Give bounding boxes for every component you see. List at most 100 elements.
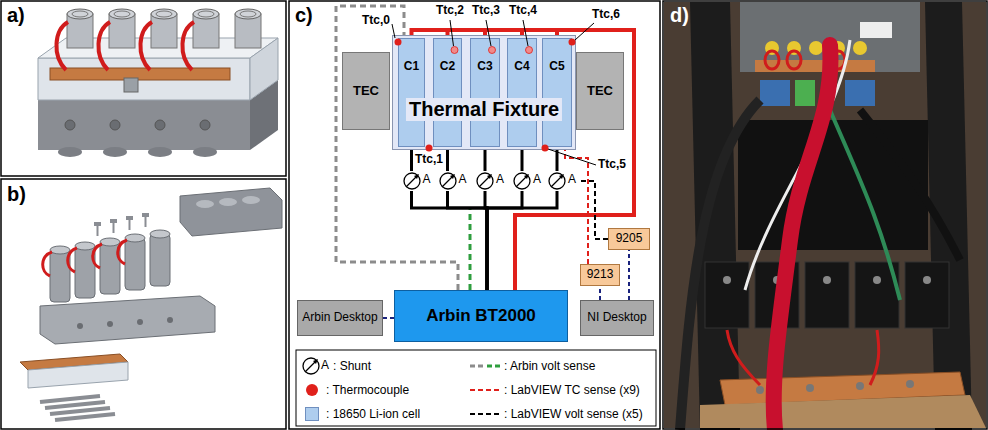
panel-frame — [289, 1, 660, 429]
shunt-symbol — [513, 172, 531, 190]
shunt-symbol — [406, 176, 417, 187]
shunt-label: A — [423, 173, 431, 187]
shunt-symbol — [559, 174, 564, 179]
panel-b-exploded-render — [129, 220, 131, 230]
legend-text: : 18650 Li-ion cell — [326, 406, 420, 422]
panel-d-photo — [756, 386, 764, 394]
shunt-symbol — [487, 174, 492, 179]
panel-frame — [663, 1, 987, 429]
shunt-symbol — [414, 174, 419, 179]
legend-sample — [470, 413, 500, 415]
panel-a-render — [103, 147, 127, 157]
panel-d-photo — [853, 41, 867, 55]
data-link — [628, 250, 630, 300]
panel-a-render — [182, 22, 194, 70]
leader-line — [486, 20, 491, 46]
panel-b-exploded-render — [196, 200, 214, 208]
desktop-label: Arbin Desktop — [302, 311, 377, 325]
panel-d-photo — [680, 100, 760, 430]
panel-letter: d) — [670, 4, 689, 27]
legend-sample — [470, 389, 500, 391]
li-ion-cell: C4 — [507, 38, 537, 147]
panel-a-render — [198, 11, 214, 17]
cell-label: C4 — [514, 60, 529, 74]
panel-a-render — [124, 78, 138, 92]
volt-sense-wire — [469, 208, 472, 290]
legend-swatch — [306, 384, 318, 396]
panel-b-exploded-render — [142, 213, 149, 217]
thermocouple-dot — [395, 39, 576, 152]
panel-a-render — [50, 68, 230, 80]
panel-b-exploded-render — [167, 317, 173, 323]
panel-a-render — [65, 120, 75, 130]
panel-b-exploded-render — [40, 396, 100, 402]
thermocouple-label: Ttc,1 — [415, 153, 443, 167]
panel-d-photo — [873, 276, 881, 284]
panel-b-exploded-render — [93, 244, 102, 268]
panel-d-photo — [845, 80, 875, 106]
shunt-symbol — [479, 176, 490, 187]
panel-frame — [1, 179, 286, 429]
panel-d-photo — [856, 382, 864, 390]
positive-lead — [412, 30, 635, 290]
panel-a-render — [240, 11, 256, 17]
panel-b-exploded-render — [20, 188, 282, 420]
volt-sense-line — [580, 181, 608, 239]
panel-a-render — [148, 147, 172, 157]
panel-d-photo — [860, 22, 892, 38]
cell-lead — [410, 147, 413, 171]
thermocouple-dot — [569, 39, 576, 46]
panel-d-photo — [870, 330, 879, 385]
shunt: A — [403, 171, 435, 191]
fixture-title: Thermal Fixture — [406, 98, 562, 121]
shunt-symbol — [442, 176, 453, 187]
shunt-symbol — [514, 173, 530, 189]
legend-text: : LabVIEW TC sense (x9) — [504, 382, 640, 398]
thermocouple-label: Ttc,6 — [592, 8, 620, 22]
legend-symbol-letter: A — [321, 359, 329, 373]
shunt-label: A — [459, 173, 467, 187]
shunt-symbol — [551, 176, 562, 187]
legend-swatch — [305, 407, 319, 421]
legend-sample — [303, 358, 500, 414]
thermocouple-label: Ttc,3 — [472, 4, 500, 18]
panel-letter: a) — [7, 4, 25, 27]
panel-a-render — [114, 11, 130, 17]
tec-label: TEC — [353, 84, 379, 99]
panel-a-render — [67, 9, 93, 19]
thermocouple-dot — [451, 47, 458, 54]
module-number: 9213 — [587, 268, 614, 282]
panel-letter: b) — [7, 183, 26, 206]
panel-a-render — [235, 9, 261, 19]
thermocouple-dot — [426, 145, 433, 152]
panel-b-exploded-render — [125, 234, 145, 242]
leader-line — [392, 20, 596, 165]
panel-d-photo — [906, 380, 914, 388]
panel-a-render — [193, 9, 219, 19]
li-ion-cell: C3 — [470, 38, 500, 147]
panel-a-render — [98, 22, 110, 70]
panel-b-exploded-render — [180, 188, 282, 236]
shunt-symbol — [524, 174, 529, 179]
panel-d-photo — [823, 276, 831, 284]
cell-label: C5 — [549, 60, 564, 74]
leader-line — [575, 23, 594, 40]
panel-d-photo — [806, 384, 814, 392]
cycler-box: Arbin BT2000 — [394, 290, 568, 342]
shunt-symbol — [548, 172, 566, 190]
cell-lead — [556, 147, 559, 171]
legend-sample — [313, 359, 318, 364]
desktop-box: NI Desktop — [580, 300, 654, 336]
panel-d-photo — [795, 80, 815, 106]
legend-sample — [303, 358, 319, 374]
panel-a-render — [156, 11, 172, 17]
cell-lead — [484, 147, 487, 171]
panel-d-photo — [905, 262, 949, 328]
panel-b-exploded-render — [137, 319, 143, 325]
li-ion-cell: C2 — [433, 38, 462, 147]
legend-sample — [470, 365, 485, 368]
panel-b-exploded-render — [55, 414, 115, 420]
panel-b-exploded-render — [97, 226, 99, 236]
thermocouple-dot — [526, 47, 533, 54]
